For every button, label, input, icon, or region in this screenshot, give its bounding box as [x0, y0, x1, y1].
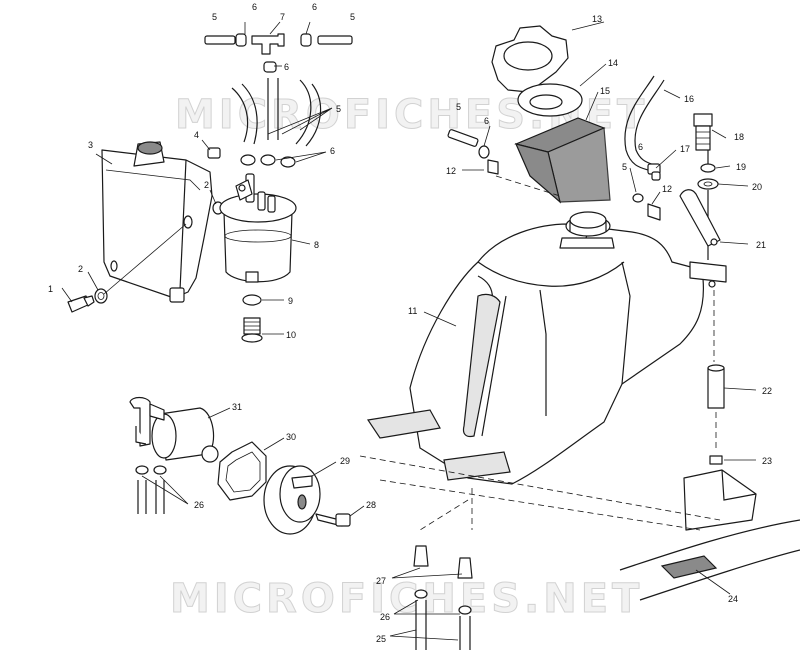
hose-tee-assembly [204, 33, 353, 73]
callout-2: 2 [78, 264, 83, 274]
pump-cover [263, 465, 321, 535]
frame-rail [359, 455, 800, 601]
callout-2: 2 [204, 180, 209, 190]
callout-4: 4 [194, 130, 199, 140]
callout-22: 22 [762, 386, 772, 396]
callout-6: 6 [312, 2, 317, 12]
tank-outlet-fittings [413, 488, 473, 650]
callout-7: 7 [280, 12, 285, 22]
callout-15: 15 [600, 86, 610, 96]
callout-5: 5 [456, 102, 461, 112]
callout-16: 16 [684, 94, 694, 104]
mount-bracket [679, 189, 721, 247]
pump-hoses [135, 465, 167, 514]
callout-12: 12 [446, 166, 456, 176]
fuel-pump [129, 396, 219, 463]
callout-17: 17 [680, 144, 690, 154]
callout-26: 26 [194, 500, 204, 510]
callout-6: 6 [284, 62, 289, 72]
callout-6: 6 [252, 2, 257, 12]
pump-screw [315, 513, 351, 527]
callout-5: 5 [622, 162, 627, 172]
callout-13: 13 [592, 14, 602, 24]
leader-lines [61, 21, 757, 641]
callout-labels: 1 2 2 3 4 5 5 5 5 5 6 6 6 6 6 6 7 8 9 10… [48, 2, 772, 644]
callout-6: 6 [484, 116, 489, 126]
cap-gasket [517, 83, 583, 117]
reservoir-bolt [67, 201, 224, 313]
callout-29: 29 [340, 456, 350, 466]
fuel-tank [366, 211, 704, 485]
callout-14: 14 [608, 58, 618, 68]
callout-30: 30 [286, 432, 296, 442]
callout-20: 20 [752, 182, 762, 192]
callout-5: 5 [212, 12, 217, 22]
callout-3: 3 [88, 140, 93, 150]
fuel-cap [491, 25, 569, 93]
callout-5: 5 [350, 12, 355, 22]
callout-12: 12 [662, 184, 672, 194]
mount-bolt [693, 113, 719, 260]
callout-18: 18 [734, 132, 744, 142]
spacer-and-grommet [707, 290, 725, 465]
callout-24: 24 [728, 594, 738, 604]
callout-6: 6 [330, 146, 335, 156]
callout-8: 8 [314, 240, 319, 250]
callout-27: 27 [376, 576, 386, 586]
vent-hose [624, 75, 665, 181]
reservoir-tank [101, 141, 213, 303]
callout-23: 23 [762, 456, 772, 466]
callout-21: 21 [756, 240, 766, 250]
callout-9: 9 [288, 296, 293, 306]
callout-5: 5 [336, 104, 341, 114]
tank-mount-plate [689, 261, 727, 288]
fuel-filter [219, 173, 297, 343]
callout-6: 6 [638, 142, 643, 152]
nut-4 [207, 147, 221, 159]
callout-26: 26 [380, 612, 390, 622]
tank-fittings [447, 129, 661, 221]
callout-25: 25 [376, 634, 386, 644]
callout-11: 11 [408, 306, 417, 316]
fuel-hoses [231, 78, 322, 168]
callout-31: 31 [232, 402, 242, 412]
callout-19: 19 [736, 162, 746, 172]
callout-1: 1 [48, 284, 53, 294]
fuel-screen [514, 117, 611, 204]
callout-28: 28 [366, 500, 376, 510]
pump-bracket [217, 441, 267, 501]
callout-10: 10 [286, 330, 296, 340]
watermark-bottom: MICROFICHES.NET [170, 576, 643, 622]
